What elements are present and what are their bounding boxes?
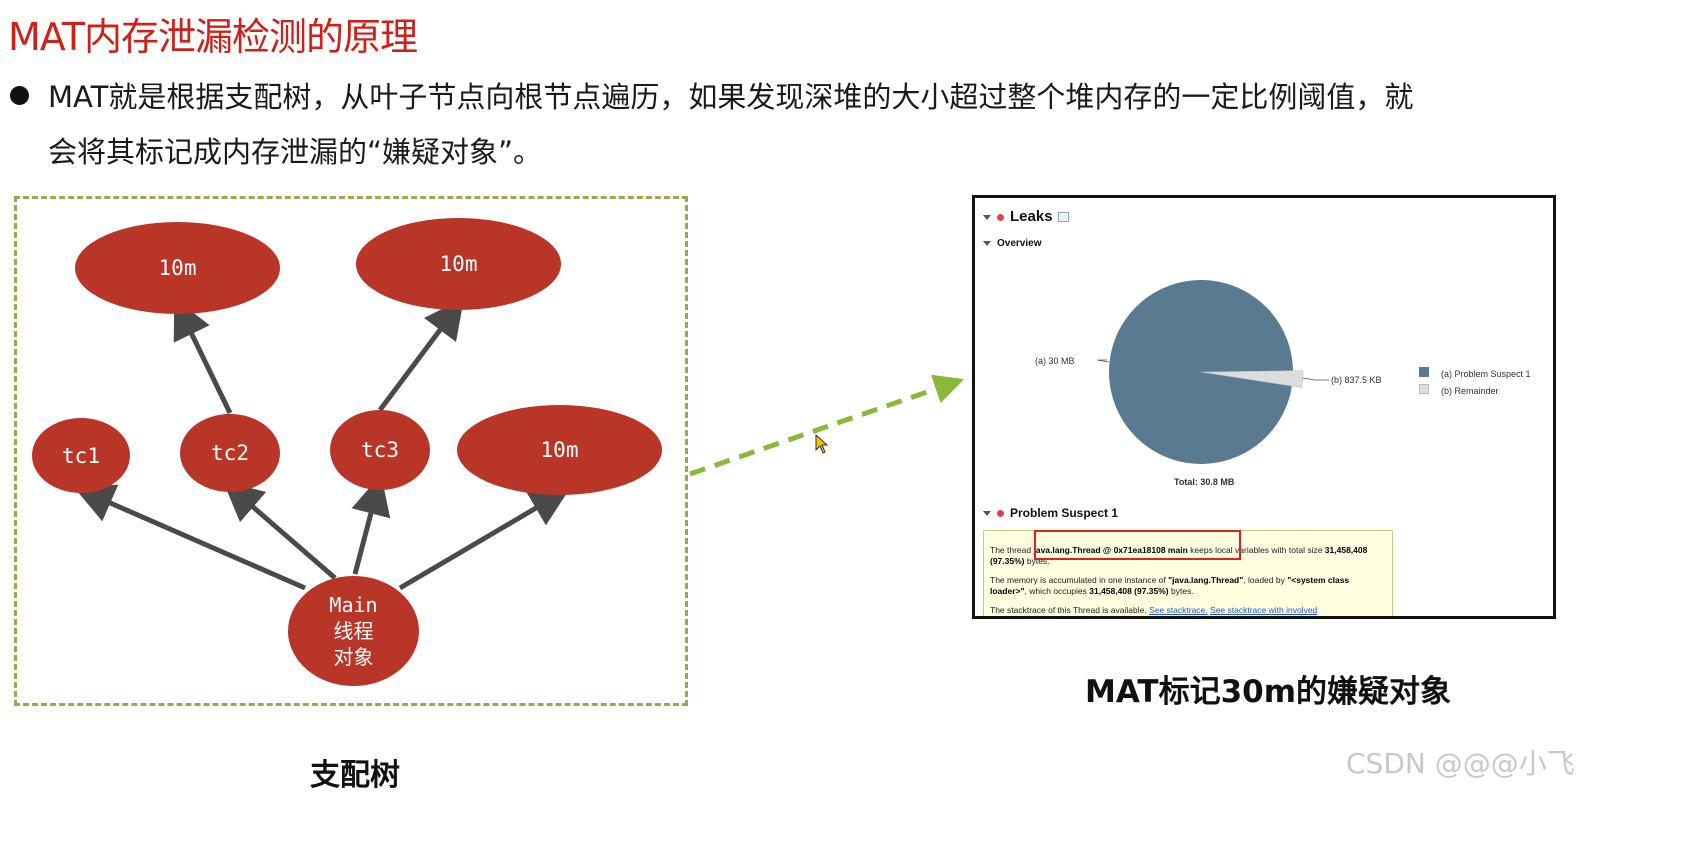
legend-swatch-remainder [1419, 384, 1429, 394]
leak-status-icon [997, 213, 1004, 221]
pie-total-label: Total: 30.8 MB [1174, 477, 1235, 487]
arrow-root-tc1 [73, 484, 307, 591]
leaks-section-header[interactable]: Leaks [983, 208, 1069, 225]
root-label-line-2: 线程 [333, 619, 374, 643]
node-10m-top-left: 10m [75, 222, 280, 314]
arrow-root-tc3 [351, 474, 391, 575]
see-stacktrace-link[interactable]: See stacktrace. [1149, 605, 1208, 615]
suspect-status-icon [997, 510, 1004, 518]
arrow-root-10m [398, 487, 571, 591]
details-icon[interactable] [1057, 212, 1069, 223]
tree-caption: 支配树 [310, 758, 400, 793]
collapse-triangle-icon[interactable] [983, 214, 991, 220]
suspect-detail-box: The thread java.lang.Thread @ 0x71ea1810… [983, 530, 1393, 616]
dominator-tree-frame [14, 196, 688, 706]
root-label-line-1: Main [329, 593, 378, 617]
mat-caption: MAT标记30m的嫌疑对象 [1085, 674, 1452, 710]
leader-line-b [1302, 377, 1329, 381]
arrow-tc2-10m [173, 298, 233, 415]
slide-title: MAT内存泄漏检测的原理 [8, 15, 418, 59]
problem-suspect-title: Problem Suspect 1 [1010, 506, 1119, 520]
detail-paragraph-2: The memory is accumulated in one instanc… [990, 575, 1350, 596]
node-10m-top-right: 10m [356, 218, 561, 310]
node-10m-right: 10m [457, 405, 662, 495]
csdn-watermark: CSDN @@@小飞 [1346, 747, 1575, 780]
node-main-thread: Main 线程 对象 [288, 576, 419, 686]
leaks-title: Leaks [1010, 208, 1053, 225]
problem-suspect-header[interactable]: Problem Suspect 1 [983, 506, 1118, 520]
root-label-line-3: 对象 [333, 645, 374, 669]
legend-item-remainder: (b) Remainder [1441, 386, 1499, 396]
mat-report-screenshot: Leaks Overview (a) 30 MB (b) 837.5 KB To… [972, 195, 1556, 619]
thread-highlight-box [1034, 530, 1241, 560]
see-stacktrace-involved-link[interactable]: See stacktrace with involved [1210, 605, 1318, 615]
arrow-root-tc2 [222, 480, 337, 580]
node-tc2: tc2 [180, 414, 280, 492]
detail-paragraph-1: The thread java.lang.Thread @ 0x71ea1810… [990, 545, 1368, 566]
overview-title: Overview [997, 238, 1042, 249]
bullet-text-line-2: 会将其标记成内存泄漏的“嫌疑对象”。 [48, 135, 543, 169]
pie-slice-remainder [1200, 370, 1304, 388]
pie-label-b: (b) 837.5 KB [1331, 375, 1382, 385]
node-tc1: tc1 [32, 418, 130, 493]
legend-swatch-problem-suspect [1419, 367, 1429, 377]
detail-paragraph-3: The stacktrace of this Thread is availab… [990, 605, 1318, 615]
collapse-triangle-icon[interactable] [983, 511, 991, 517]
overview-section-header[interactable]: Overview [983, 238, 1041, 249]
bullet-text-line-1: MAT就是根据支配树，从叶子节点向根节点遍历，如果发现深堆的大小超过整个堆内存的… [48, 80, 1414, 114]
collapse-triangle-icon[interactable] [983, 240, 991, 246]
pie-label-a: (a) 30 MB [1035, 356, 1075, 366]
node-tc3: tc3 [330, 410, 430, 490]
leak-pie-chart [1096, 279, 1329, 464]
dashed-pointer-arrow [689, 374, 965, 477]
arrow-tc3-10m [378, 298, 464, 412]
leader-line-a [1096, 359, 1110, 363]
mouse-cursor-icon [815, 434, 829, 454]
legend-item-problem-suspect: (a) Problem Suspect 1 [1441, 369, 1531, 379]
bullet-dot [10, 86, 29, 105]
